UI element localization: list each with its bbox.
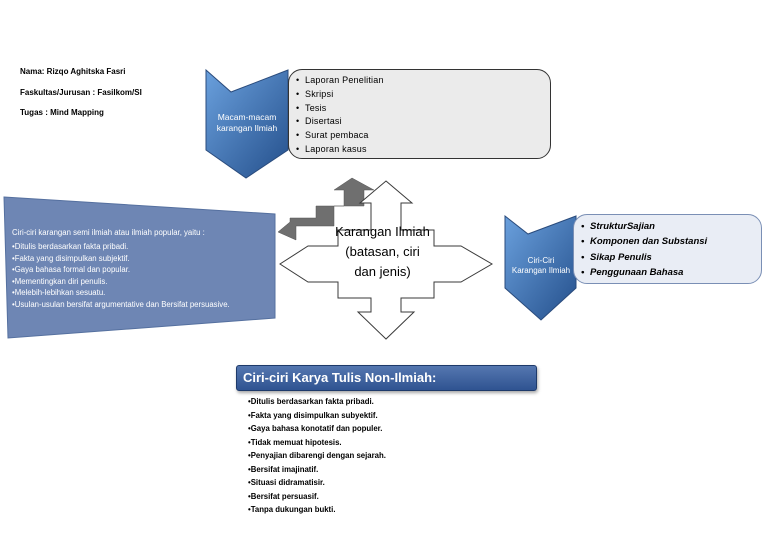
list-item: Laporan Penelitian	[295, 74, 546, 88]
non-ilmiah-list: •Ditulis berdasarkan fakta pribadi. •Fak…	[248, 395, 386, 517]
four-way-arrow	[279, 180, 493, 340]
task-label: Tugas : Mind Mapping	[20, 108, 104, 117]
list-item: •Bersifat persuasif.	[248, 491, 319, 501]
list-item: •Ditulis berdasarkan fakta pribadi.	[248, 397, 374, 406]
list-item: •Mementingkan diri penulis.	[12, 276, 108, 286]
list-item: •Tidak memuat hipotesis.	[248, 437, 342, 447]
list-item: Disertasi	[295, 115, 546, 129]
center-title: Karangan Ilmiah (batasan, ciri dan jenis…	[330, 222, 435, 282]
list-item: •Bersifat imajinatif.	[248, 464, 319, 474]
list-item: StrukturSajian	[580, 219, 757, 235]
list-item: •Situasi didramatisir.	[248, 478, 325, 487]
list-item: Laporan kasus	[295, 143, 546, 157]
list-item: •Tanpa dukungan bukti.	[248, 505, 336, 514]
list-item: Sikap Penulis	[580, 250, 757, 266]
list-item: •Fakta yang disimpulkan subjektif.	[12, 253, 130, 263]
list-item: •Penyajian dibarengi dengan sejarah.	[248, 451, 386, 460]
center-title-line-2: (batasan, ciri	[345, 244, 420, 259]
center-title-line-1: Karangan Ilmiah	[335, 224, 430, 239]
ciri-label-line-1: Ciri-Ciri	[527, 256, 555, 265]
list-item: •Gaya bahasa konotatif dan populer.	[248, 424, 383, 433]
ciri-chevron-label: Ciri-Ciri Karangan Ilmiah	[503, 256, 579, 276]
macam-chevron-label: Macam-macam karangan Ilmiah	[206, 112, 288, 134]
student-faculty: Faskultas/Jurusan : Fasilkom/SI	[20, 88, 142, 97]
semi-ilmiah-heading: Ciri-ciri karangan semi ilmiah atau ilmi…	[12, 228, 205, 237]
list-item: •Usulan-usulan bersifat argumentative da…	[12, 299, 230, 309]
list-item: Komponen dan Substansi	[580, 234, 757, 250]
list-item: Tesis	[295, 102, 546, 116]
ciri-chevron	[504, 214, 577, 321]
student-name: Nama: Rizqo Aghitska Fasri	[20, 67, 126, 76]
macam-label-line-2: karangan Ilmiah	[216, 123, 278, 133]
center-title-line-3: dan jenis)	[354, 264, 411, 279]
semi-ilmiah-panel	[3, 196, 276, 339]
macam-list-box: Laporan Penelitian Skripsi Tesis Diserta…	[288, 69, 551, 159]
macam-label-line-1: Macam-macam	[217, 112, 277, 122]
non-ilmiah-title-bar: Ciri-ciri Karya Tulis Non-Ilmiah:	[236, 365, 537, 391]
ciri-label-line-2: Karangan Ilmiah	[511, 266, 571, 275]
list-item: •Melebih-lebihkan sesuatu.	[12, 288, 106, 297]
list-item: •Gaya bahasa formal dan popular.	[12, 265, 131, 274]
non-ilmiah-title: Ciri-ciri Karya Tulis Non-Ilmiah:	[243, 370, 437, 385]
list-item: Skripsi	[295, 88, 546, 102]
list-item: Penggunaan Bahasa	[580, 265, 757, 281]
ciri-list-box: StrukturSajian Komponen dan Substansi Si…	[573, 214, 762, 284]
semi-ilmiah-content: Ciri-ciri karangan semi ilmiah atau ilmi…	[12, 227, 270, 310]
list-item: Surat pembaca	[295, 129, 546, 143]
list-item: •Ditulis berdasarkan fakta pribadi.	[12, 242, 129, 251]
list-item: •Fakta yang disimpulkan subyektif.	[248, 410, 378, 420]
